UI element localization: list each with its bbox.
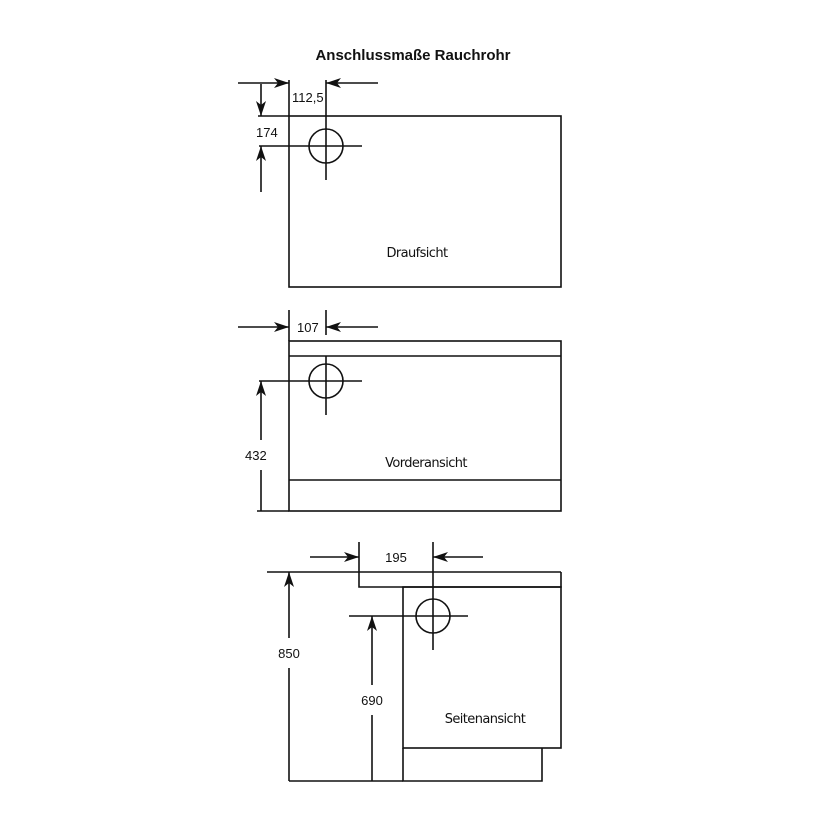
view-label: Draufsicht — [386, 246, 448, 261]
dimension-label-horizontal: 112,5 — [292, 90, 324, 105]
arrow-head — [284, 572, 294, 587]
view-label: Seitenansicht — [445, 712, 526, 727]
side-body-outline — [402, 586, 562, 749]
dimension-label-horizontal: 195 — [385, 550, 407, 565]
side-view: 195 850 690 Seitenansicht — [267, 542, 562, 782]
view-label: Vorderansicht — [385, 456, 467, 471]
arrow-head — [326, 322, 341, 332]
front-view-outline — [288, 340, 562, 512]
plinth-outline — [402, 748, 543, 782]
dimension-label-pipe-height: 690 — [361, 693, 383, 708]
dimension-label-total-height: 850 — [278, 646, 300, 661]
top-view: 112,5 174 Draufsicht — [238, 78, 562, 288]
dimension-label-vertical: 432 — [245, 448, 267, 463]
arrow-head — [256, 101, 266, 116]
arrow-head — [326, 78, 341, 88]
front-view: 432 107 Vorderansicht — [238, 310, 562, 512]
arrow-head — [274, 322, 289, 332]
arrow-head — [344, 552, 359, 562]
diagram-title: Anschlussmaße Rauchrohr — [315, 47, 510, 64]
dimension-label-horizontal: 107 — [297, 320, 319, 335]
arrow-head — [274, 78, 289, 88]
arrow-head — [367, 616, 377, 631]
top-view-outline — [288, 115, 562, 288]
arrow-head — [433, 552, 448, 562]
dimension-label-vertical: 174 — [256, 125, 278, 140]
arrow-head — [256, 381, 266, 396]
arrow-head — [256, 146, 266, 161]
